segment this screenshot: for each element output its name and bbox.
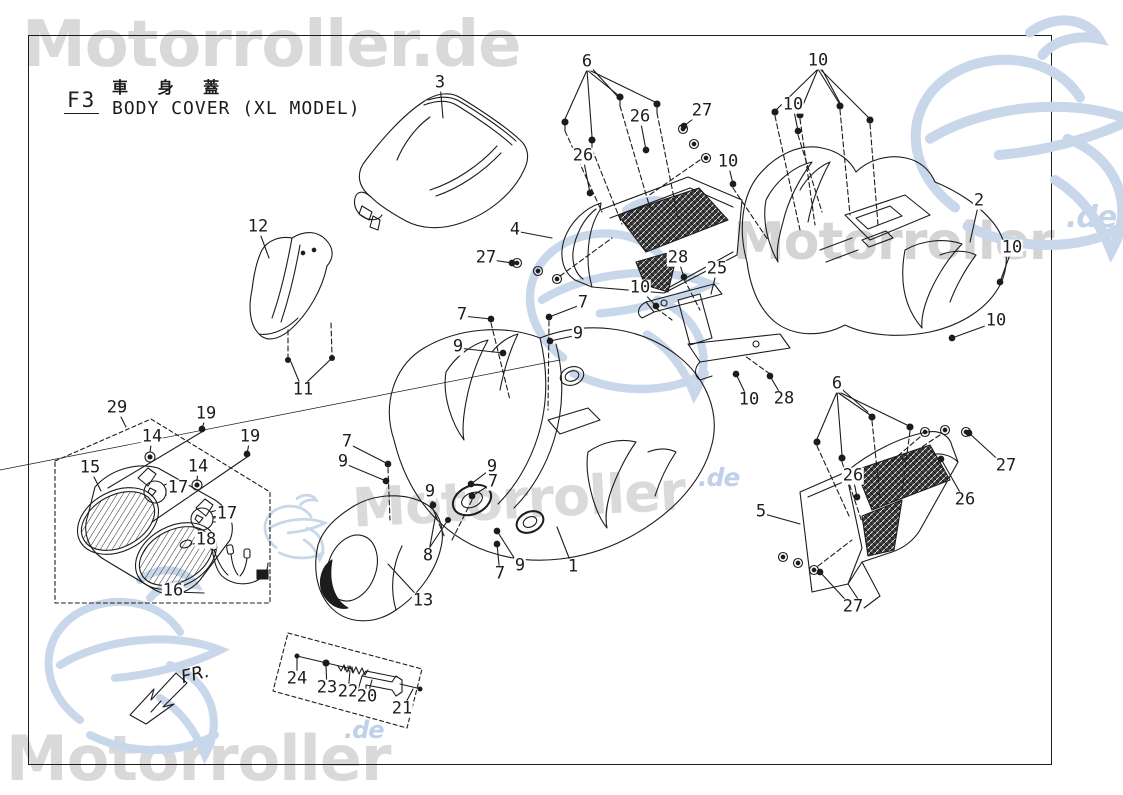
- callout-label-16: 16: [161, 580, 185, 601]
- seat-part-3-drawing: [353, 93, 529, 231]
- diagram-border: [28, 35, 1052, 765]
- callout-label-29: 29: [105, 397, 129, 418]
- callout-label-10: 10: [781, 94, 805, 115]
- carrier-bracket-part-25-drawing: [637, 278, 791, 381]
- callout-label-19: 19: [194, 403, 218, 424]
- callout-label-9: 9: [451, 336, 465, 357]
- front-body-part-1-drawing: [0, 320, 715, 561]
- nose-cone-part-13-drawing: [315, 495, 443, 622]
- callout-label-17: 17: [215, 503, 239, 524]
- right-footrest-part-5-drawing: [777, 391, 972, 609]
- callout-label-27: 27: [841, 596, 865, 617]
- callout-label-27: 27: [690, 100, 714, 121]
- rear-fender-part-2-drawing: [732, 68, 1007, 336]
- callout-label-21: 21: [390, 698, 414, 719]
- callout-label-10: 10: [984, 310, 1008, 331]
- callout-label-20: 20: [355, 686, 379, 707]
- callout-label-2: 2: [972, 190, 986, 211]
- callout-label-11: 11: [291, 379, 315, 400]
- callout-label-28: 28: [772, 388, 796, 409]
- front-direction-arrow: [129, 672, 188, 725]
- watermark-bottom-de: .de: [344, 716, 385, 744]
- callout-label-9: 9: [485, 456, 499, 477]
- callout-label-28: 28: [666, 247, 690, 268]
- callout-label-25: 25: [705, 258, 729, 279]
- callout-label-24: 24: [285, 668, 309, 689]
- callout-label-7: 7: [576, 292, 590, 313]
- callout-label-23: 23: [315, 677, 339, 698]
- callout-label-10: 10: [806, 50, 830, 71]
- callout-label-1: 1: [566, 556, 580, 577]
- callout-label-9: 9: [336, 451, 350, 472]
- callout-label-14: 14: [186, 456, 210, 477]
- callout-label-7: 7: [493, 563, 507, 584]
- headlight-assembly-drawing: [54, 418, 271, 604]
- callout-label-14: 14: [140, 426, 164, 447]
- callout-label-3: 3: [433, 72, 447, 93]
- callout-label-13: 13: [411, 590, 435, 611]
- callout-label-5: 5: [754, 501, 768, 522]
- callout-label-26: 26: [953, 489, 977, 510]
- title-english: BODY COVER (XL MODEL): [112, 98, 361, 119]
- callout-label-9: 9: [513, 555, 527, 576]
- left-footrest-part-4-drawing: [511, 69, 743, 294]
- callout-label-26: 26: [628, 106, 652, 127]
- callout-label-15: 15: [78, 457, 102, 478]
- callout-label-19: 19: [238, 426, 262, 447]
- callout-label-9: 9: [423, 481, 437, 502]
- title-chinese: 車 身 蓋: [112, 78, 232, 97]
- scooter-logo-watermarks: [49, 20, 1123, 755]
- callout-label-10: 10: [1000, 237, 1024, 258]
- callout-label-10: 10: [716, 151, 740, 172]
- callout-leader-lines: [89, 61, 1013, 711]
- callout-label-27: 27: [474, 247, 498, 268]
- callout-label-26: 26: [841, 465, 865, 486]
- watermark-top: Motorroller.de: [22, 8, 522, 82]
- callout-label-4: 4: [508, 219, 522, 240]
- callout-label-7: 7: [455, 304, 469, 325]
- callout-label-7: 7: [486, 471, 500, 492]
- callout-label-17: 17: [166, 477, 190, 498]
- callout-label-27: 27: [994, 455, 1018, 476]
- callout-label-6: 6: [830, 373, 844, 394]
- callout-label-10: 10: [628, 277, 652, 298]
- callout-label-6: 6: [580, 51, 594, 72]
- callout-label-22: 22: [336, 681, 360, 702]
- callout-label-26: 26: [571, 145, 595, 166]
- callout-label-12: 12: [246, 216, 270, 237]
- figure-code: F3: [64, 88, 100, 114]
- callout-label-18: 18: [194, 529, 218, 550]
- callout-label-10: 10: [737, 389, 761, 410]
- front-cover-part-12-drawing: [249, 232, 336, 385]
- watermark-center-de: .de: [698, 463, 740, 492]
- callout-label-9: 9: [571, 323, 585, 344]
- callout-label-8: 8: [421, 545, 435, 566]
- callout-label-7: 7: [340, 431, 354, 452]
